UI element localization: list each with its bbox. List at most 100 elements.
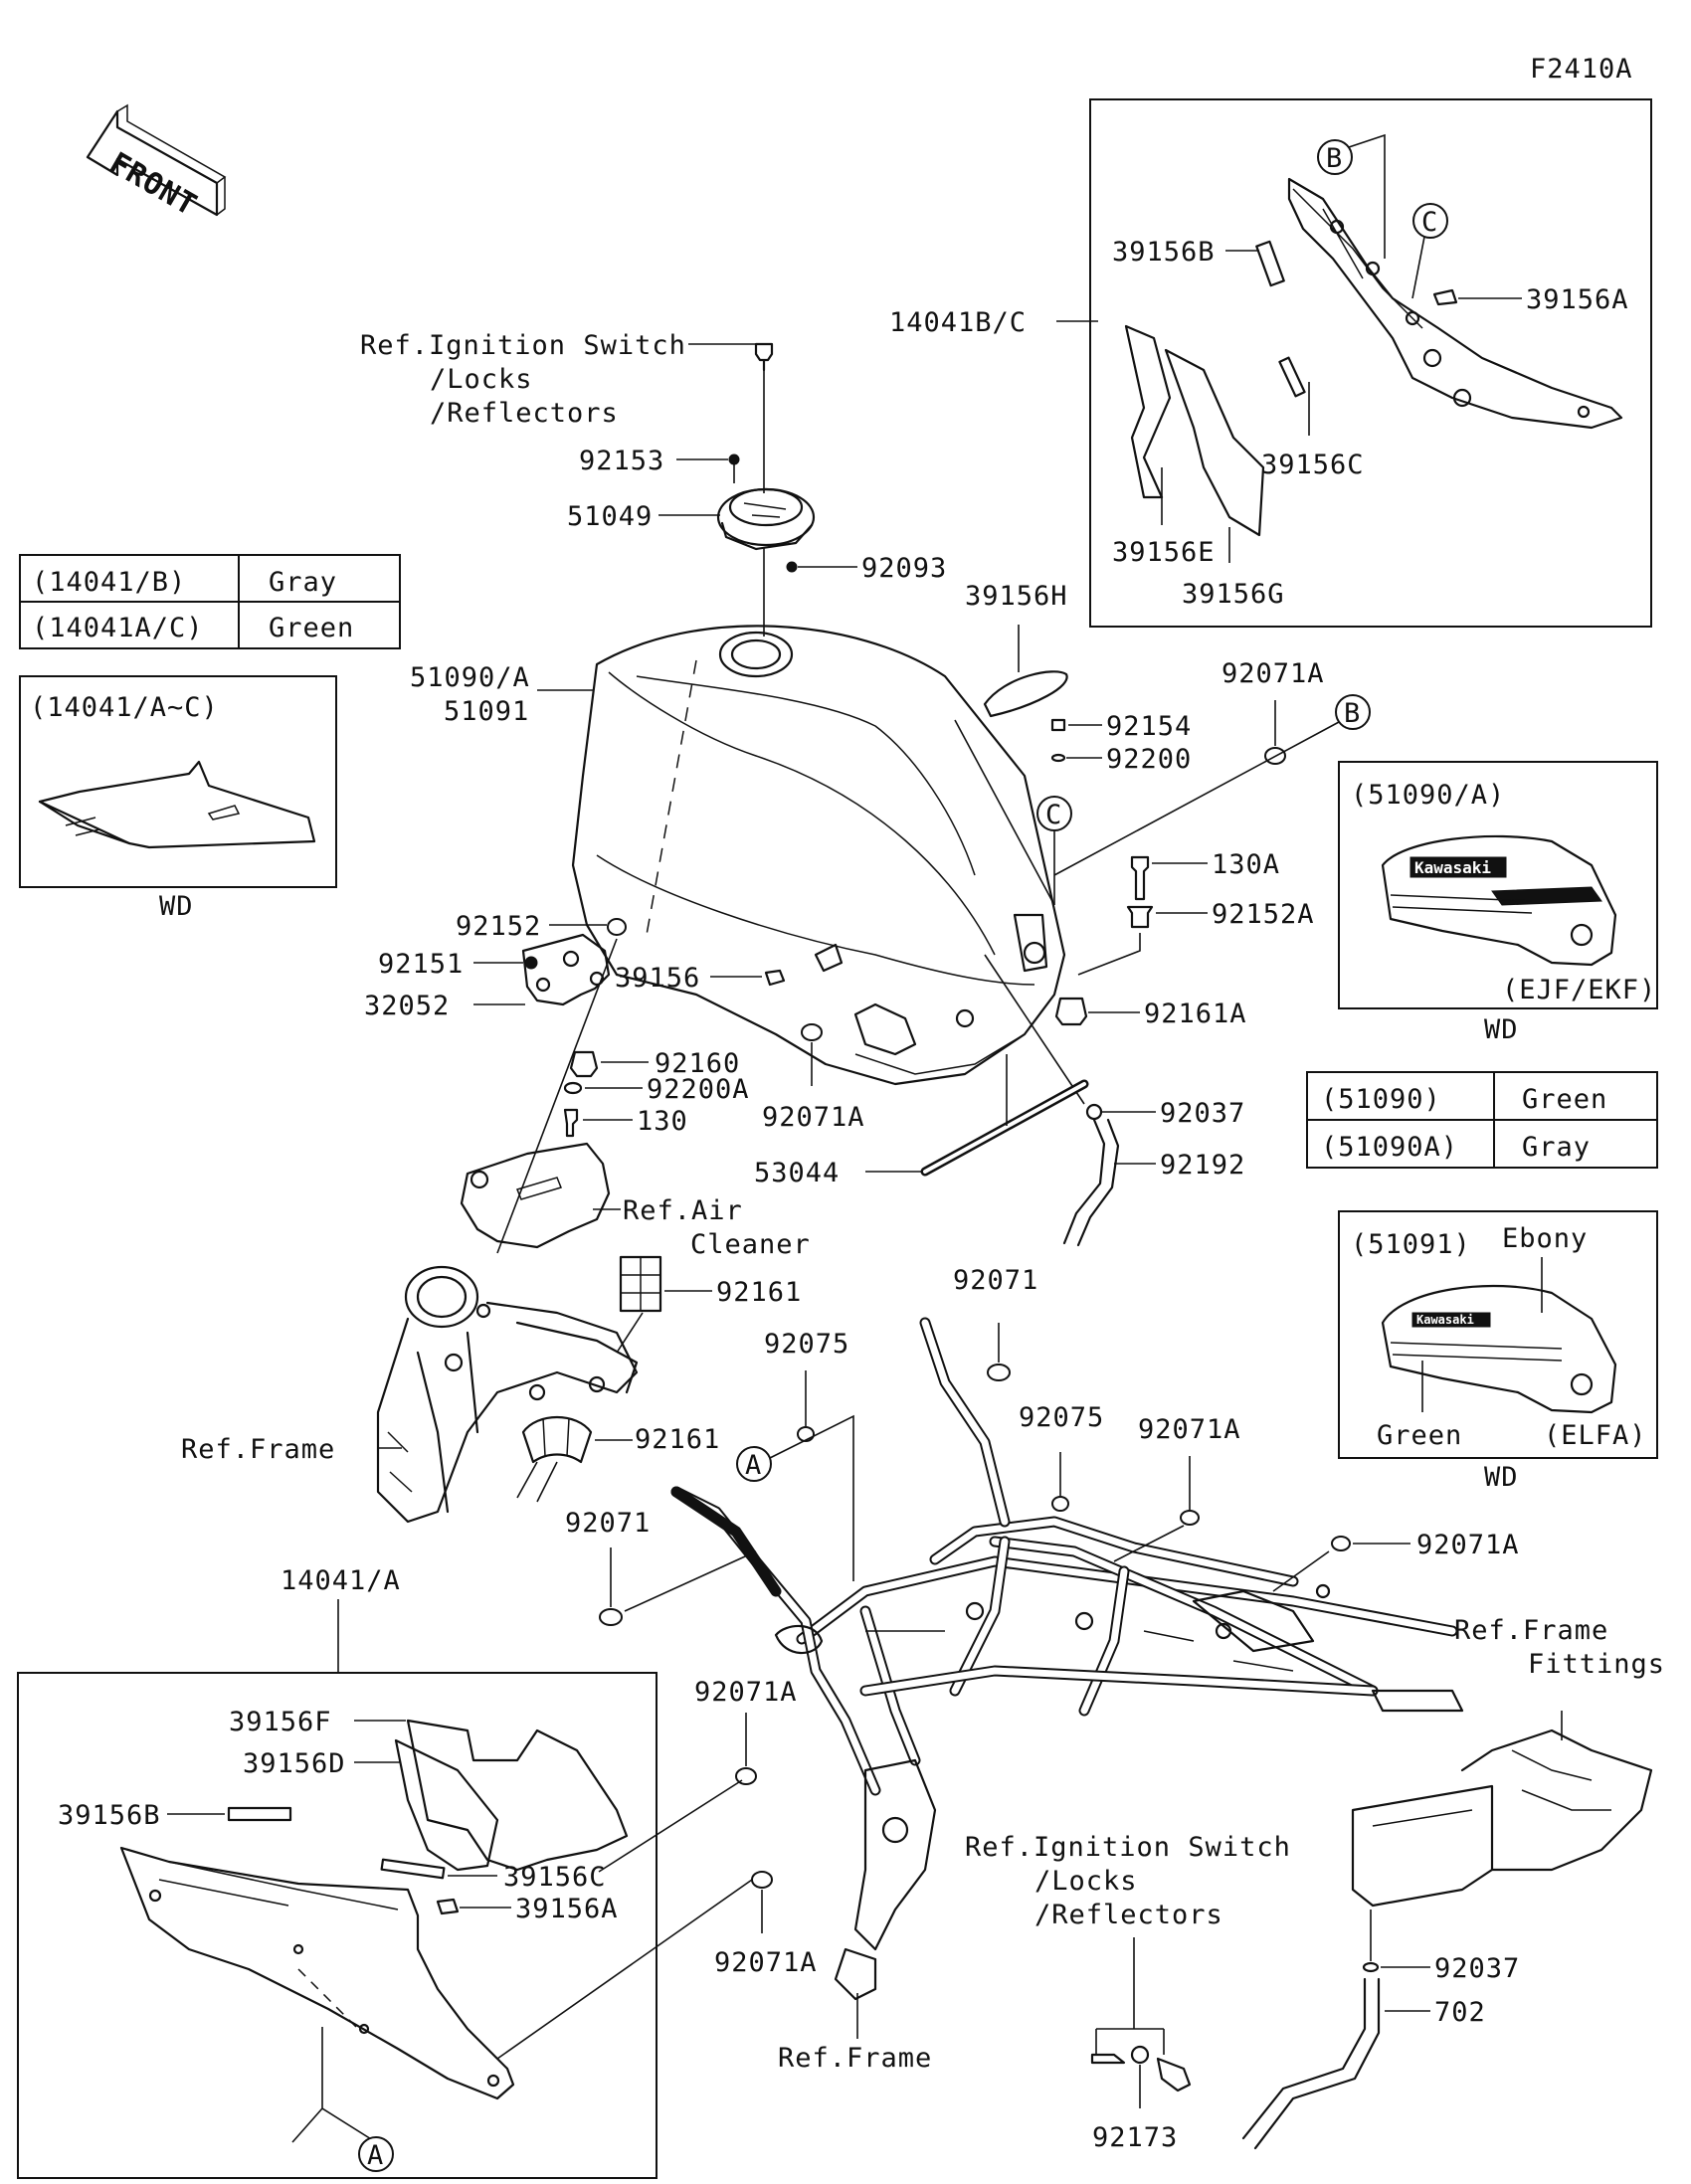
label-92161A: 92161A <box>1144 999 1247 1029</box>
label-92071A-bottom: 92071A <box>714 1947 818 1978</box>
ref-ignition-bottom-line2: /Locks <box>1034 1866 1138 1897</box>
callout-c-mid-letter: C <box>1045 800 1062 830</box>
bolt-92153-icon <box>728 454 740 465</box>
front-arrow-icon: FRONT <box>86 103 227 224</box>
tank-51090-model: (EJF/EKF) <box>1502 975 1656 1005</box>
bolt-92093-icon <box>786 561 798 573</box>
tank-51090-title: (51090/A) <box>1351 780 1505 811</box>
label-51091: 51091 <box>444 696 529 727</box>
color-table-2: (51090) Green (51090A) Gray <box>1306 1071 1658 1169</box>
color-table-1-code-2: (14041A/C) <box>32 613 204 643</box>
grommet-92075-right <box>1051 1496 1069 1512</box>
label-92071A-top: 92071A <box>1221 658 1325 689</box>
label-92173: 92173 <box>1092 2122 1178 2153</box>
tank-51091-model: (ELFA) <box>1544 1420 1647 1451</box>
side-cover-outline <box>1287 177 1623 430</box>
color-table-1-color-1: Gray <box>269 567 337 598</box>
label-39156A-top: 39156A <box>1526 284 1629 315</box>
hose-92192 <box>1062 1118 1106 1245</box>
clamp-92037-icon <box>1085 1103 1103 1121</box>
pad-39156-icon <box>764 969 786 987</box>
bolt-130-icon <box>563 1108 579 1138</box>
bolt-92173-icon <box>1090 2045 1192 2093</box>
label-92200A: 92200A <box>647 1074 750 1105</box>
cover-variant-title: (14041/A~C) <box>30 692 219 723</box>
ref-ignition-top-line2: /Locks <box>430 364 533 395</box>
label-92192: 92192 <box>1160 1150 1245 1181</box>
callout-c-mid <box>1036 796 1072 831</box>
grommet-92071A-right1 <box>1180 1510 1200 1526</box>
pad-39156H <box>983 670 1068 718</box>
tank-51091-title: (51091) <box>1351 1229 1471 1260</box>
label-39156: 39156 <box>615 963 700 994</box>
figure-code: F2410A <box>1530 54 1633 85</box>
ref-frame-left: Ref.Frame <box>181 1434 335 1465</box>
tank-51091-brand: Kawasaki <box>1416 1313 1474 1327</box>
decal-pair-upper <box>1124 324 1265 537</box>
ref-frame-fittings-line1: Ref.Frame <box>1454 1615 1608 1646</box>
label-53044: 53044 <box>754 1158 840 1188</box>
label-39156B-top: 39156B <box>1112 237 1216 268</box>
ref-ignition-bottom-line1: Ref.Ignition Switch <box>965 1832 1291 1863</box>
color-table-2-code-1: (51090) <box>1321 1084 1441 1115</box>
tank-51091-note-top: Ebony <box>1502 1223 1588 1254</box>
label-92151: 92151 <box>378 949 464 980</box>
label-39156B-low: 39156B <box>58 1800 161 1831</box>
callout-a-mid <box>736 1446 772 1482</box>
ref-frame-fittings-line2: Fittings <box>1528 1649 1665 1680</box>
callout-b-top-letter: B <box>1326 143 1343 174</box>
ref-air-cleaner-line1: Ref.Air <box>623 1195 743 1226</box>
fuel-tank <box>571 625 1066 1086</box>
bracket-32052 <box>521 933 611 1006</box>
color-table-2-color-2: Gray <box>1522 1132 1591 1163</box>
tank-variant-51090: (51090/A) Kawasaki (EJF/EKF) WD <box>1338 761 1658 1045</box>
frame-front-section <box>376 1265 639 1524</box>
callout-a-low <box>358 2136 394 2172</box>
label-39156A-low: 39156A <box>515 1894 619 1924</box>
cover-detail-box <box>1089 98 1652 628</box>
air-cleaner-piece <box>460 1142 611 1249</box>
label-92152: 92152 <box>456 911 541 942</box>
front-label: FRONT <box>103 146 203 224</box>
grommet-92071A-right2 <box>1331 1536 1351 1551</box>
tank-51091-note-bottom: Green <box>1377 1420 1462 1451</box>
ref-ignition-top: Ref.Ignition Switch /Locks /Reflectors <box>360 330 686 429</box>
label-92037: 92037 <box>1160 1098 1245 1129</box>
color-table-1-code-1: (14041/B) <box>32 567 186 598</box>
ref-ignition-top-line3: /Reflectors <box>430 398 619 429</box>
label-92093: 92093 <box>861 553 947 584</box>
damper-92161-bot-icon <box>521 1415 593 1464</box>
label-92153: 92153 <box>579 446 664 476</box>
label-130: 130 <box>637 1106 688 1137</box>
damper-92161-top-icon <box>619 1255 662 1313</box>
screw-top-icon <box>754 342 774 372</box>
clip-39156A-top <box>1432 288 1458 306</box>
ref-frame-bottom: Ref.Frame <box>778 2043 932 2074</box>
fuel-cap <box>716 487 816 551</box>
damper-92161A-icon <box>1054 997 1088 1026</box>
damper-92160-icon <box>569 1050 599 1078</box>
washer-92200A-icon <box>563 1081 583 1095</box>
callout-c-top-letter: C <box>1421 207 1438 238</box>
color-table-1-color-2: Green <box>269 613 354 643</box>
label-92071A-right1: 92071A <box>1138 1414 1241 1445</box>
grommet-92071-left <box>599 1608 623 1626</box>
grommet-92075-left <box>797 1426 815 1442</box>
callout-a-mid-letter: A <box>745 1450 762 1481</box>
color-table-2-code-2: (51090A) <box>1321 1132 1458 1163</box>
decal-pair-lower <box>394 1719 629 1872</box>
label-92071A-lowleft: 92071A <box>694 1677 798 1708</box>
label-92075-left: 92075 <box>764 1329 849 1360</box>
ref-ignition-top-line1: Ref.Ignition Switch <box>360 330 686 361</box>
callout-b-mid <box>1335 694 1371 730</box>
label-39156C-low: 39156C <box>503 1862 607 1893</box>
frame-fittings <box>1351 1729 1653 1908</box>
cover-variant-footer: WD <box>159 891 194 922</box>
callout-b-top <box>1317 139 1353 175</box>
strip-39156B-low <box>227 1806 292 1822</box>
tank-51090-footer: WD <box>1484 1014 1519 1045</box>
label-39156G: 39156G <box>1182 579 1285 610</box>
label-92037-low: 92037 <box>1434 1953 1520 1984</box>
tank-variant-51091: (51091) Ebony Kawasaki Green (ELFA) WD <box>1338 1210 1658 1493</box>
